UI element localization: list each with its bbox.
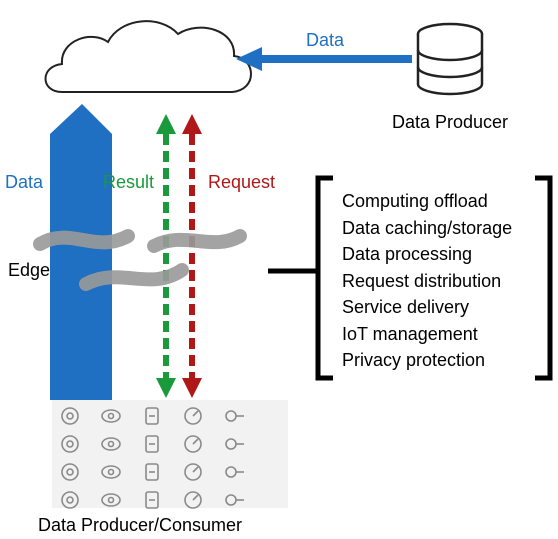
edge-function-item: Data caching/storage bbox=[342, 217, 513, 238]
fan-icon bbox=[145, 435, 159, 453]
speaker-icon bbox=[101, 437, 121, 451]
result-label: Result bbox=[103, 172, 154, 192]
device-icon-grid bbox=[52, 400, 288, 509]
edge-function-item: Data processing bbox=[342, 244, 473, 264]
edge-function-list: Computing offload Data caching/storage D… bbox=[342, 188, 512, 374]
edge-function-item: IoT management bbox=[342, 323, 478, 344]
edge-function-item: Request distribution bbox=[342, 270, 502, 291]
edge-layer bbox=[33, 229, 247, 291]
fridge-icon bbox=[225, 466, 244, 478]
sensor-icon bbox=[61, 463, 79, 481]
request-arrow bbox=[182, 114, 202, 398]
result-arrow bbox=[156, 114, 176, 398]
cloud-icon bbox=[44, 20, 252, 93]
plug-icon bbox=[225, 494, 244, 506]
bottom-producer-consumer-label: Data Producer/Consumer bbox=[37, 515, 243, 535]
garage-icon bbox=[101, 465, 121, 479]
right-bracket bbox=[535, 175, 553, 381]
top-producer-label: Data Producer bbox=[391, 112, 509, 132]
snowflake-icon bbox=[184, 435, 202, 453]
icon-grid-background bbox=[52, 400, 288, 508]
phone-icon bbox=[145, 491, 159, 509]
left-bracket bbox=[315, 175, 333, 381]
edge-function-item: Computing offload bbox=[342, 191, 488, 211]
edge-label: Edge bbox=[8, 260, 50, 280]
request-label: Request bbox=[208, 172, 275, 192]
upward-data-arrow bbox=[50, 104, 112, 400]
edge-function-item: Service delivery bbox=[342, 297, 470, 317]
top-data-label: Data bbox=[306, 30, 345, 50]
producer-to-cloud-arrow bbox=[236, 47, 412, 71]
tv-icon bbox=[184, 463, 202, 481]
power-icon bbox=[61, 435, 79, 453]
washer-icon bbox=[225, 438, 244, 450]
key-icon bbox=[225, 410, 244, 422]
edge-function-item: Privacy protection bbox=[342, 350, 486, 370]
light-bulb-icon bbox=[61, 407, 79, 425]
router-icon bbox=[145, 463, 159, 481]
gauge-icon bbox=[184, 407, 202, 425]
left-data-label: Data bbox=[5, 172, 44, 192]
database-icon bbox=[416, 22, 484, 96]
water-drop-icon bbox=[101, 409, 121, 423]
lock-icon bbox=[61, 491, 79, 509]
eye-icon bbox=[101, 493, 121, 507]
thermometer-icon bbox=[145, 407, 159, 425]
leaf-icon bbox=[184, 491, 202, 509]
